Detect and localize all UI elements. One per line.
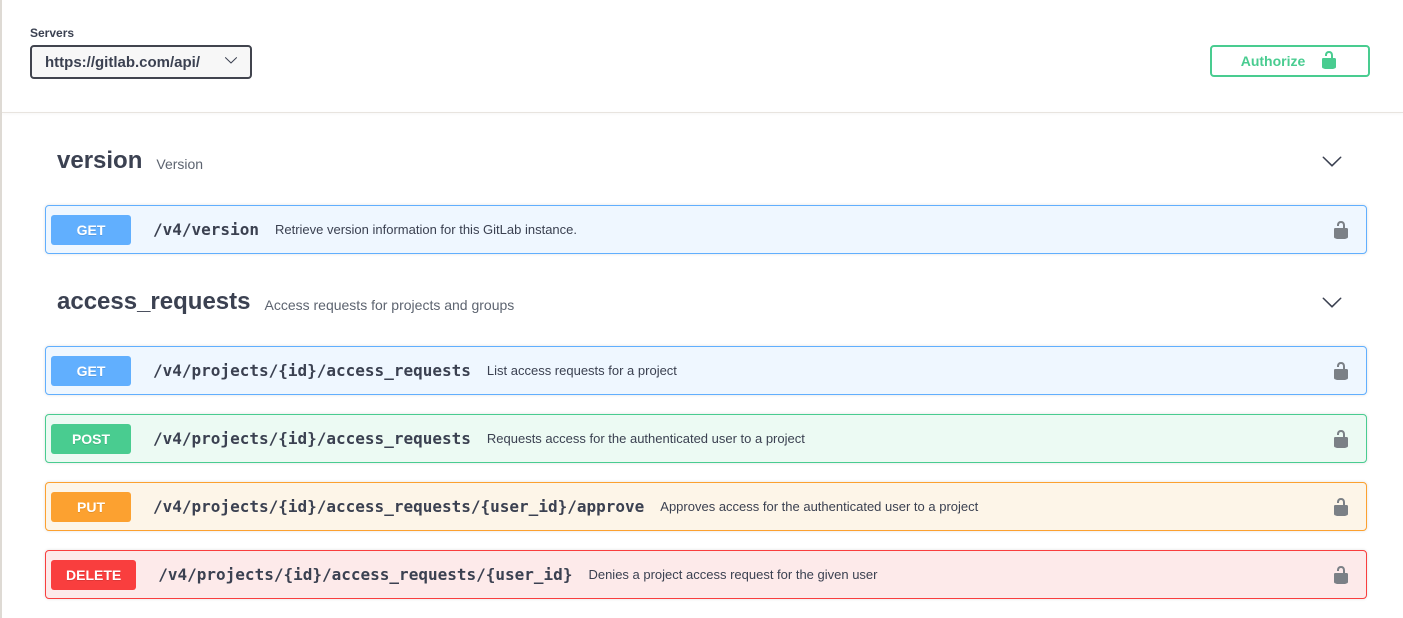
chevron-down-icon[interactable] bbox=[1321, 291, 1343, 313]
section-description: Version bbox=[156, 155, 204, 172]
server-select[interactable]: https://gitlab.com/api/ bbox=[30, 45, 252, 79]
section-header-version[interactable]: version Version bbox=[45, 147, 1367, 175]
server-select-value: https://gitlab.com/api/ bbox=[45, 53, 201, 71]
opblock-delete-access-request[interactable]: DELETE /v4/projects/{id}/access_requests… bbox=[45, 550, 1367, 599]
section-title: access_requests bbox=[57, 288, 251, 315]
chevron-down-icon[interactable] bbox=[1321, 150, 1343, 172]
operation-summary: Retrieve version information for this Gi… bbox=[274, 222, 577, 237]
divider bbox=[2, 112, 1403, 113]
operation-summary: Denies a project access request for the … bbox=[588, 567, 878, 582]
opblock-put-approve[interactable]: PUT /v4/projects/{id}/access_requests/{u… bbox=[45, 482, 1367, 531]
chevron-down-icon bbox=[224, 53, 238, 72]
servers-label: Servers bbox=[30, 26, 75, 40]
section-description: Access requests for projects and groups bbox=[264, 296, 515, 313]
lock-icon[interactable] bbox=[1331, 361, 1351, 381]
authorize-button[interactable]: Authorize bbox=[1210, 45, 1370, 77]
lock-icon[interactable] bbox=[1331, 565, 1351, 585]
opblock-get-version[interactable]: GET /v4/version Retrieve version informa… bbox=[45, 205, 1367, 254]
lock-icon[interactable] bbox=[1331, 220, 1351, 240]
operation-summary: Requests access for the authenticated us… bbox=[486, 431, 805, 446]
operation-path: /v4/projects/{id}/access_requests/{user_… bbox=[153, 497, 645, 516]
servers-block: Servers https://gitlab.com/api/ bbox=[30, 26, 252, 79]
scheme-bar: Servers https://gitlab.com/api/ Authoriz… bbox=[2, 0, 1403, 79]
unlock-icon bbox=[1319, 50, 1339, 73]
authorize-label: Authorize bbox=[1240, 53, 1306, 69]
lock-icon[interactable] bbox=[1331, 497, 1351, 517]
operation-path: /v4/projects/{id}/access_requests bbox=[153, 361, 471, 380]
method-badge: DELETE bbox=[51, 559, 137, 590]
operation-path: /v4/version bbox=[153, 220, 259, 239]
lock-icon[interactable] bbox=[1331, 429, 1351, 449]
section-title: version bbox=[57, 147, 143, 174]
method-badge: GET bbox=[51, 214, 131, 245]
section-header-access-requests[interactable]: access_requests Access requests for proj… bbox=[45, 288, 1367, 316]
opblock-post-access-requests[interactable]: POST /v4/projects/{id}/access_requests R… bbox=[45, 414, 1367, 463]
opblock-get-access-requests[interactable]: GET /v4/projects/{id}/access_requests Li… bbox=[45, 346, 1367, 395]
method-badge: POST bbox=[51, 423, 131, 454]
operation-path: /v4/projects/{id}/access_requests/{user_… bbox=[158, 565, 573, 584]
operation-summary: Approves access for the authenticated us… bbox=[660, 499, 979, 514]
api-operations: version Version GET /v4/version Retrieve… bbox=[45, 147, 1367, 599]
method-badge: PUT bbox=[51, 491, 131, 522]
method-badge: GET bbox=[51, 355, 131, 386]
operation-summary: List access requests for a project bbox=[486, 363, 677, 378]
operation-path: /v4/projects/{id}/access_requests bbox=[153, 429, 471, 448]
